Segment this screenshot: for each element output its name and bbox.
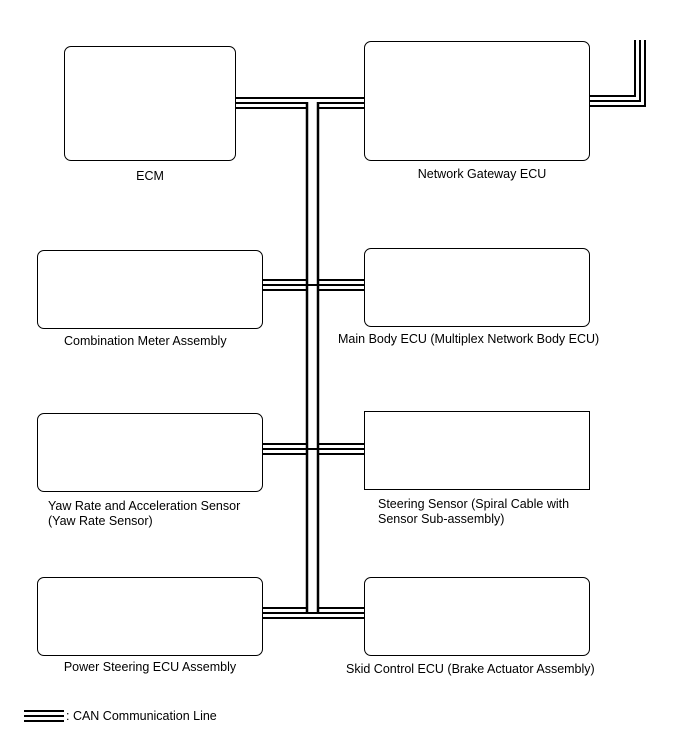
legend-label: : CAN Communication Line — [66, 709, 217, 723]
can-branches — [236, 40, 646, 619]
steering-sensor-label: Steering Sensor (Spiral Cable with Senso… — [378, 497, 570, 526]
power-steering-ecu-label: Power Steering ECU Assembly — [63, 660, 237, 674]
can-trunk-vertical — [305, 102, 320, 614]
power-steering-ecu-box — [37, 577, 263, 656]
network-gateway-ecu-box — [364, 41, 590, 161]
main-body-ecu-box — [364, 248, 590, 327]
skid-control-ecu-label: Skid Control ECU (Brake Actuator Assembl… — [346, 662, 595, 676]
legend-can-line-icon — [24, 710, 64, 722]
combination-meter-box — [37, 250, 263, 329]
ecm-label: ECM — [136, 169, 164, 183]
skid-control-ecu-box — [364, 577, 590, 656]
yaw-rate-sensor-box — [37, 413, 263, 492]
yaw-rate-sensor-label: Yaw Rate and Acceleration Sensor (Yaw Ra… — [48, 499, 241, 528]
combination-meter-label: Combination Meter Assembly — [64, 334, 227, 348]
steering-sensor-box — [364, 411, 590, 490]
main-body-ecu-label: Main Body ECU (Multiplex Network Body EC… — [338, 332, 600, 346]
ecm-box — [64, 46, 236, 161]
network-gateway-ecu-label: Network Gateway ECU — [417, 167, 547, 181]
